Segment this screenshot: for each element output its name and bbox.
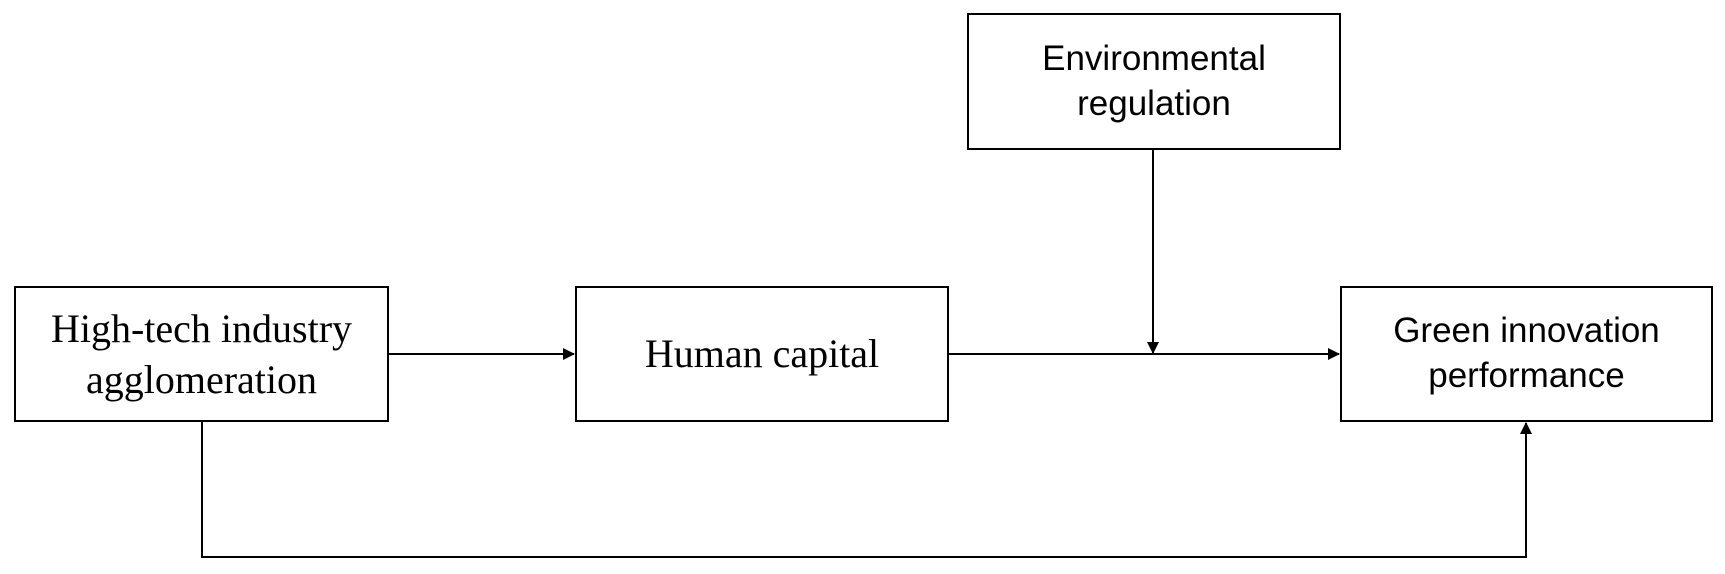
arrow-agglomeration-to-green-innovation (201, 422, 1532, 558)
high-tech-agglomeration-box: High-tech industry agglomeration (14, 286, 389, 422)
high-tech-agglomeration-label-line-2: agglomeration (85, 357, 318, 402)
green-innovation-performance-label-line-1: Green innovation (1393, 311, 1660, 351)
environmental-regulation-label-line-1: Environmental (1042, 38, 1266, 78)
green-innovation-performance-box: Green innovation performance (1340, 286, 1713, 422)
green-innovation-performance-label-line-2: performance (1428, 356, 1625, 395)
human-capital-box: Human capital (575, 286, 949, 422)
environmental-regulation-label-line-2: regulation (1077, 83, 1231, 123)
human-capital-label: Human capital (644, 331, 880, 377)
environmental-regulation-box: Environmental regulation (967, 13, 1341, 150)
high-tech-agglomeration-label-line-1: High-tech industry (50, 305, 353, 351)
